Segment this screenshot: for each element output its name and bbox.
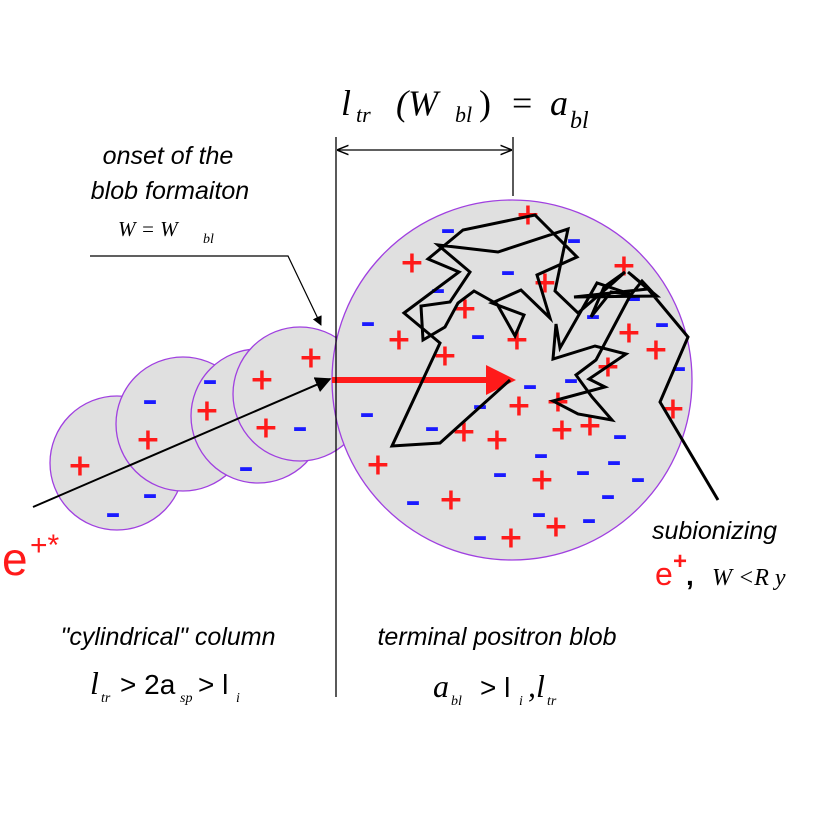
formula-a: a [550, 83, 568, 123]
formula-paren-close: ) [479, 83, 491, 123]
plus-charge: + [249, 363, 274, 398]
plus-charge: + [194, 394, 219, 429]
formula-l-sub: tr [356, 102, 371, 127]
plus-charge: + [549, 413, 574, 448]
onset-pointer [90, 255, 322, 326]
blob-i-sub: i [519, 694, 523, 709]
onset-formula-sub: bl [203, 232, 214, 247]
minus-charge: – [360, 397, 375, 432]
onset-line2: blob formaiton [91, 177, 249, 205]
random-walk-trajectory [389, 213, 720, 501]
minus-charge: – [293, 411, 308, 446]
column-l-sub: tr [101, 691, 111, 706]
formula-paren-w: (W [396, 83, 441, 123]
incoming-positron-sup: +* [30, 529, 60, 562]
plus-charge: + [432, 339, 457, 374]
minus-charge: – [655, 307, 670, 342]
blob-size-formula: l tr (W bl ) = a bl [341, 83, 589, 134]
charge-signs: +++++++++++++++++++++++++++++–––––––––––… [67, 198, 686, 556]
minus-charge: – [425, 411, 440, 446]
formula-equals: = [512, 83, 532, 123]
minus-charge: – [493, 457, 508, 492]
minus-charge: – [471, 319, 486, 354]
column-caption: "cylindrical" column l tr > 2a sp > l i [60, 623, 275, 706]
plus-charge: + [643, 333, 668, 368]
blob-gt: > l [480, 672, 510, 703]
minus-charge: – [406, 485, 421, 520]
plus-charge: + [498, 521, 523, 556]
minus-charge: – [143, 384, 158, 419]
column-gt1: > 2a [120, 669, 176, 700]
positron-track [32, 377, 332, 508]
subionizing-label: subionizing [652, 517, 777, 545]
column-sp-sub: sp [180, 691, 192, 706]
minus-charge: – [203, 364, 218, 399]
column-gt2: > l [198, 669, 228, 700]
blob-caption: terminal positron blob a bl > l i ,l tr [377, 623, 616, 709]
blob-a: a [433, 668, 449, 704]
minus-charge: – [523, 369, 538, 404]
plus-charge: + [616, 316, 641, 351]
minus-charge: – [631, 462, 646, 497]
incoming-positron: e +* [2, 529, 60, 585]
incoming-positron-e: e [2, 533, 28, 585]
subionizing-comma: , [686, 560, 694, 591]
onset-line1: onset of the [103, 142, 234, 170]
blob-title: terminal positron blob [377, 623, 616, 651]
blob-a-sub: bl [451, 694, 462, 709]
minus-charge: – [607, 445, 622, 480]
plus-charge: + [253, 411, 278, 446]
minus-charge: – [582, 503, 597, 538]
minus-charge: – [576, 455, 591, 490]
formula-w-sub: bl [455, 102, 472, 127]
minus-charge: – [601, 479, 616, 514]
plus-charge: + [298, 341, 323, 376]
plus-charge: + [543, 510, 568, 545]
subionizing-positron: subionizing e + , W <R y [652, 517, 786, 592]
subionizing-condition: W <R y [712, 565, 786, 591]
formula-a-sub: bl [570, 108, 589, 134]
minus-charge: – [106, 497, 121, 532]
blob-comma-l: ,l [528, 668, 545, 704]
plus-charge: + [399, 246, 424, 281]
minus-charge: – [564, 363, 579, 398]
minus-charge: – [239, 451, 254, 486]
plus-charge: + [365, 448, 390, 483]
plus-charge: + [386, 323, 411, 358]
minus-charge: – [613, 419, 628, 454]
subionizing-e: e [655, 556, 673, 592]
minus-charge: – [431, 273, 446, 308]
minus-charge: – [534, 438, 549, 473]
plus-charge: + [135, 423, 160, 458]
plus-charge: + [438, 483, 463, 518]
column-l: l [90, 665, 99, 701]
minus-charge: – [473, 520, 488, 555]
minus-charge: – [501, 255, 516, 290]
column-title: "cylindrical" column [60, 623, 275, 651]
plus-charge: + [529, 463, 554, 498]
minus-charge: – [532, 497, 547, 532]
subionizing-sup: + [673, 548, 687, 575]
plus-charge: + [484, 423, 509, 458]
plus-charge: + [67, 449, 92, 484]
onset-label: onset of the blob formaiton W = W bl [91, 142, 249, 247]
column-i-sub: i [236, 691, 240, 706]
minus-charge: – [672, 351, 687, 386]
blob-tr-sub: tr [547, 694, 557, 709]
onset-formula: W = W [118, 217, 180, 241]
minus-charge: – [361, 306, 376, 341]
minus-charge: – [143, 478, 158, 513]
formula-l: l [341, 83, 351, 123]
